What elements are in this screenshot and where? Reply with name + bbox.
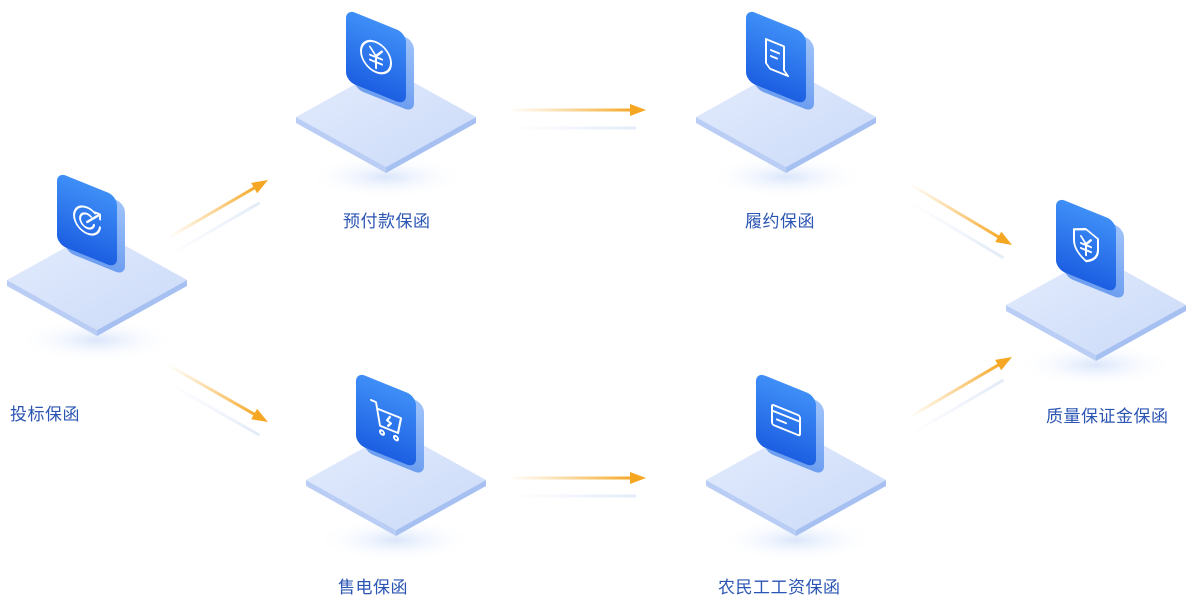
icon-tile [356, 374, 424, 473]
icon-tile [756, 374, 824, 473]
arrow-bid-to-advance [167, 179, 268, 258]
node-label-presale: 售电保函 [338, 578, 408, 598]
edges-layer [167, 104, 1012, 498]
platform-shadow [306, 155, 466, 199]
node-label-advance: 预付款保函 [343, 212, 431, 232]
card-icon [771, 404, 801, 437]
platform-shadow [716, 518, 876, 562]
icon-tile [746, 11, 814, 110]
platform [706, 430, 886, 536]
cart-icon [370, 398, 402, 442]
nodes-layer [7, 11, 1186, 562]
arrow-bid-to-presale [167, 363, 269, 437]
icon-tile [346, 11, 414, 110]
node-wage [706, 374, 886, 562]
platform-shadow [316, 518, 476, 562]
node-label-bid: 投标保函 [10, 405, 80, 425]
icon-tile [1056, 199, 1124, 298]
platform [296, 67, 476, 173]
platform [306, 430, 486, 536]
node-bid [7, 174, 187, 362]
arrow-advance-to-perform [508, 104, 646, 130]
node-label-wage: 农民工工资保函 [718, 578, 841, 598]
node-label-quality: 质量保证金保函 [1046, 407, 1169, 427]
yuan-coin-icon [360, 39, 392, 75]
document-icon [765, 38, 789, 78]
platform-shadow [1016, 343, 1176, 387]
node-advance [296, 11, 476, 199]
node-presale [306, 374, 486, 562]
platform-shadow [706, 155, 866, 199]
arrow-perform-to-quality [907, 181, 1012, 260]
arrow-presale-to-wage [508, 472, 646, 498]
yuan-shield-icon [1073, 228, 1099, 263]
icon-tile [57, 174, 125, 273]
arrow-wage-to-quality [907, 357, 1012, 438]
platform [7, 230, 187, 336]
platform [1006, 255, 1186, 361]
node-perform [696, 11, 876, 199]
platform [696, 67, 876, 173]
node-label-perform: 履约保函 [745, 212, 815, 232]
platform-shadow [17, 318, 177, 362]
node-quality [1006, 199, 1186, 387]
target-icon [73, 205, 101, 236]
